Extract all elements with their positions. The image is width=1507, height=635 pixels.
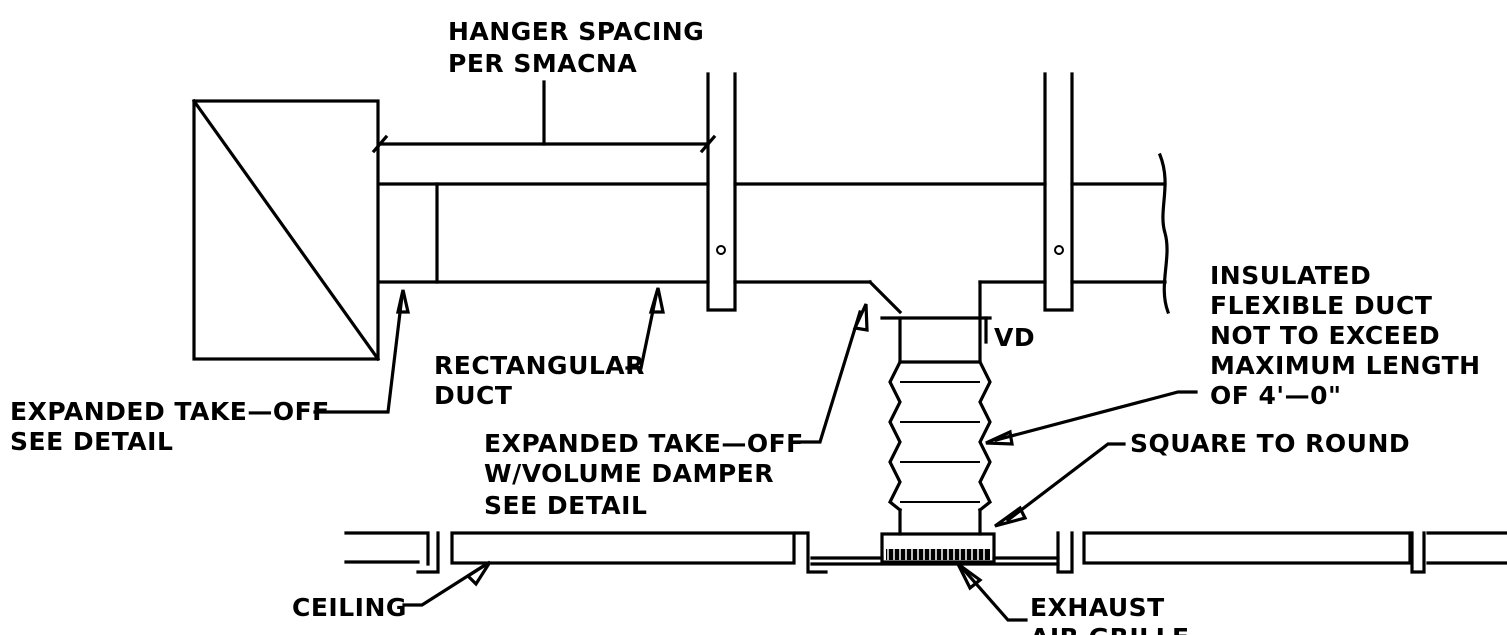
leader-lines xyxy=(313,287,1198,622)
insulated-flex-label-line3: NOT TO EXCEED xyxy=(1210,321,1440,350)
ceiling xyxy=(344,531,1507,574)
hanger-2 xyxy=(1043,72,1074,312)
insulated-flex-label-line1: INSULATED xyxy=(1210,261,1371,290)
takeoff-damper-label-line1: EXPANDED TAKE—OFF xyxy=(484,429,804,458)
insulated-flex-label-line5: OF 4'—0" xyxy=(1210,381,1342,410)
expanded-takeoff-label-line2: SEE DETAIL xyxy=(10,427,173,456)
square-to-round-label: SQUARE TO ROUND xyxy=(1130,429,1410,458)
takeoff-damper-label-line3: SEE DETAIL xyxy=(484,491,647,520)
exhaust-grille-label-line1: EXHAUST xyxy=(1030,593,1165,622)
hanger-1 xyxy=(706,72,737,312)
insulated-flex-label-line4: MAXIMUM LENGTH xyxy=(1210,351,1481,380)
insulated-flex-label-line2: FLEXIBLE DUCT xyxy=(1210,291,1432,320)
expanded-takeoff xyxy=(867,279,982,320)
ceiling-label: CEILING xyxy=(292,593,407,622)
rectangular-duct-label-line1: RECTANGULAR xyxy=(434,351,645,380)
vd-label: VD xyxy=(994,323,1035,352)
rectangular-duct-label-line2: DUCT xyxy=(434,381,512,410)
hanger-spacing-label-line1: HANGER SPACING xyxy=(448,17,704,46)
expanded-takeoff-label-line1: EXPANDED TAKE—OFF xyxy=(10,397,330,426)
hanger-spacing-label-line2: PER SMACNA xyxy=(448,49,637,78)
exhaust-grille xyxy=(810,532,1060,566)
volume-damper xyxy=(880,316,992,344)
takeoff-damper-label-line2: W/VOLUME DAMPER xyxy=(484,459,774,488)
rectangular-duct xyxy=(378,152,1171,315)
hanger-spacing-dimension xyxy=(371,80,717,154)
exhaust-grille-label-line2: AIR GRILLE xyxy=(1030,623,1190,635)
flexible-duct xyxy=(887,316,993,536)
main-duct-box xyxy=(191,98,381,362)
